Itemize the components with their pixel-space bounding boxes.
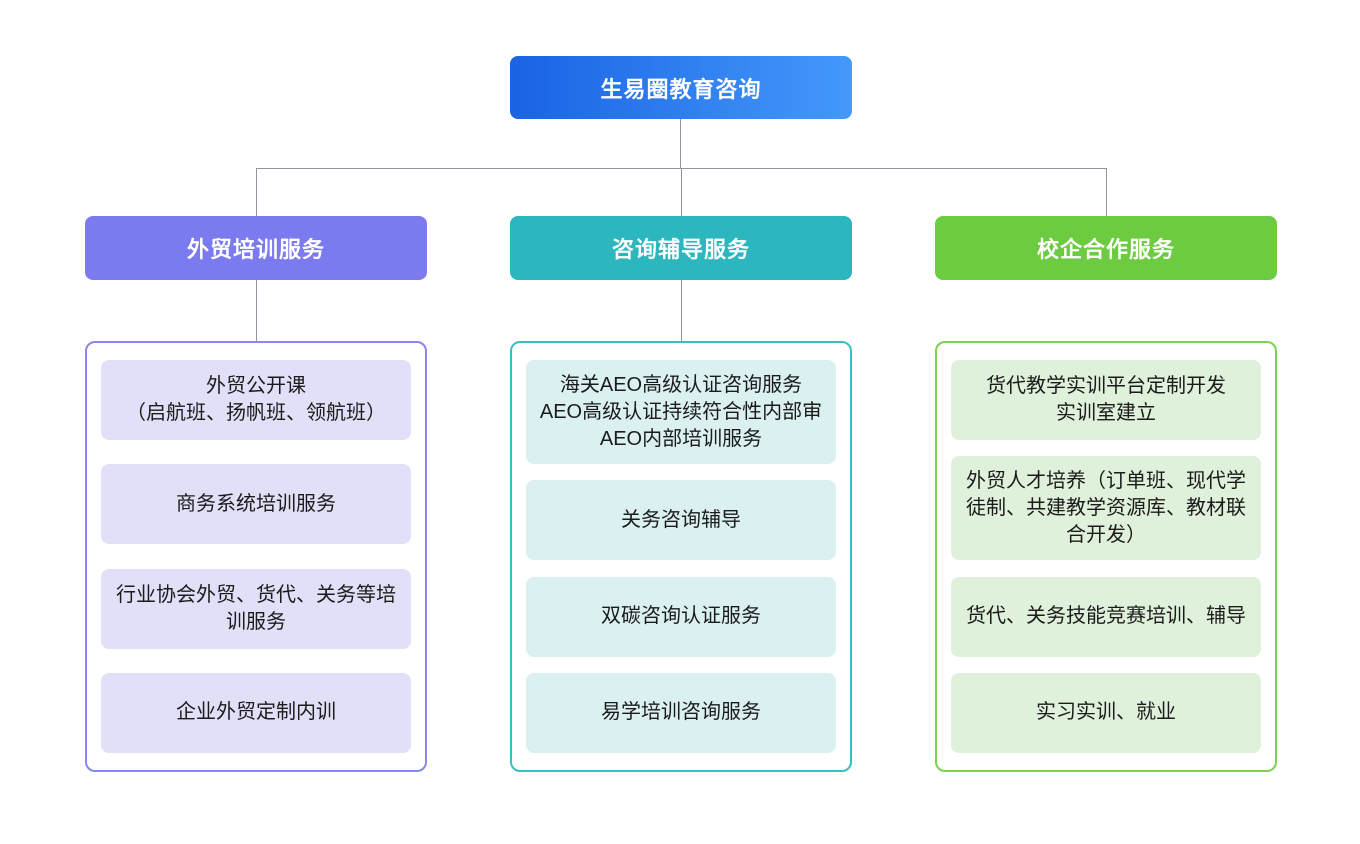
root-node: 生易圈教育咨询: [510, 56, 852, 119]
branch-body-school-enterprise: 货代教学实训平台定制开发 实训室建立 外贸人才培养（订单班、现代学徒制、共建教学…: [935, 341, 1277, 772]
branch-body-consulting-coaching: 海关AEO高级认证咨询服务 AEO高级认证持续符合性内部审 AEO内部培训服务 …: [510, 341, 852, 772]
branch-header-consulting-coaching: 咨询辅导服务: [510, 216, 852, 280]
branch-item: 易学培训咨询服务: [526, 672, 836, 753]
branch-item: 货代、关务技能竞赛培训、辅导: [951, 576, 1261, 657]
connector-drop-branch-2: [1106, 168, 1107, 217]
branch-header-label: 外贸培训服务: [186, 237, 325, 262]
connector-stem-branch-1: [681, 280, 682, 341]
branch-item: 货代教学实训平台定制开发 实训室建立: [951, 360, 1261, 440]
branch-header-label: 校企合作服务: [1036, 237, 1175, 262]
branch-item: 实习实训、就业: [951, 672, 1261, 753]
connector-stem-branch-0: [256, 280, 257, 341]
connector-root-vertical: [680, 119, 681, 168]
branch-header-label: 咨询辅导服务: [611, 237, 750, 262]
branch-header-foreign-trade-training: 外贸培训服务: [85, 216, 427, 280]
branch-item: 关务咨询辅导: [526, 480, 836, 561]
branch-item: 商务系统培训服务: [101, 464, 411, 545]
branch-item: 外贸公开课 （启航班、扬帆班、领航班）: [101, 360, 411, 440]
root-node-label: 生易圈教育咨询: [600, 76, 762, 102]
branch-item: 海关AEO高级认证咨询服务 AEO高级认证持续符合性内部审 AEO内部培训服务: [526, 360, 836, 464]
connector-drop-branch-0: [256, 168, 257, 217]
branch-item: 双碳咨询认证服务: [526, 576, 836, 657]
branch-item: 行业协会外贸、货代、关务等培训服务: [101, 568, 411, 649]
branch-body-foreign-trade-training: 外贸公开课 （启航班、扬帆班、领航班） 商务系统培训服务 行业协会外贸、货代、关…: [85, 341, 427, 772]
connector-drop-branch-1: [681, 168, 682, 217]
branch-item: 外贸人才培养（订单班、现代学徒制、共建教学资源库、教材联合开发）: [951, 456, 1261, 561]
branch-header-school-enterprise: 校企合作服务: [935, 216, 1277, 280]
branch-item: 企业外贸定制内训: [101, 672, 411, 753]
